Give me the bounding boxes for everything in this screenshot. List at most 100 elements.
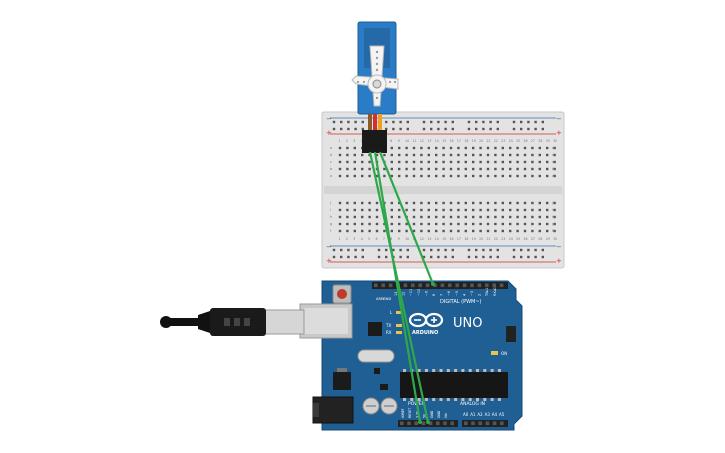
chip-pin (461, 398, 465, 401)
wire-5v[interactable] (373, 151, 422, 423)
rail-hole (475, 255, 478, 259)
column-number: 3 (353, 139, 355, 143)
servo-motor[interactable] (351, 21, 399, 153)
rail-hole (467, 120, 471, 124)
terminal-hole (523, 208, 527, 212)
header-pin (414, 421, 418, 426)
digital-pin-label: 13 (394, 292, 398, 296)
digital-pin-label: TX▸1 (485, 288, 489, 297)
terminal-hole (457, 160, 460, 164)
terminal-hole (457, 174, 460, 178)
terminal-hole (353, 208, 356, 212)
column-number: 8 (390, 139, 392, 143)
terminal-hole (420, 229, 423, 233)
terminal-hole (457, 201, 460, 205)
rail-plus-label: + (556, 257, 562, 265)
terminal-hole (420, 153, 423, 157)
chip-pin (439, 398, 443, 401)
terminal-hole (435, 215, 438, 219)
terminal-hole (457, 208, 460, 212)
terminal-hole (479, 146, 482, 150)
terminal-hole (420, 222, 423, 226)
terminal-hole (464, 153, 467, 157)
terminal-hole (472, 160, 475, 164)
header-pin (477, 283, 482, 288)
rail-plus-label: + (326, 129, 332, 137)
terminal-hole (361, 153, 364, 157)
horn-hole (388, 80, 392, 84)
terminal-hole (427, 229, 430, 233)
digital-pin-label: ~10 (417, 289, 421, 296)
terminal-hole (338, 146, 342, 150)
terminal-hole (538, 160, 541, 164)
chip-pin (432, 398, 436, 401)
terminal-hole (390, 222, 393, 226)
terminal-hole (464, 174, 467, 178)
header-pin (436, 421, 440, 426)
digital-pin-label: ~6 (447, 291, 451, 296)
terminal-hole (368, 222, 371, 226)
wire-signal[interactable] (378, 151, 435, 285)
column-number: 30 (553, 139, 557, 143)
rail-hole (385, 120, 388, 124)
analog-pin-label: A3 (485, 412, 491, 417)
terminal-hole (398, 215, 401, 219)
column-number: 28 (538, 139, 542, 143)
rail-hole (361, 248, 364, 252)
chip-pin (403, 398, 406, 401)
wire-end (431, 282, 435, 286)
reset-button-cap[interactable] (337, 289, 347, 299)
chip-pin (424, 369, 428, 372)
terminal-hole (449, 222, 453, 226)
arduino-uno-board[interactable]: L TX RX ARDUINO UNO DIGITAL (PWM~) AREF … (299, 280, 523, 431)
terminal-hole (405, 222, 408, 226)
rail-hole (332, 248, 336, 252)
terminal-hole (486, 208, 490, 212)
terminal-hole (368, 160, 371, 164)
digital-pin-label: 8 (432, 294, 436, 296)
usb-cable[interactable] (160, 308, 305, 336)
servo-connector (362, 130, 387, 153)
terminal-hole (509, 208, 512, 212)
row-letter: i (552, 208, 553, 212)
terminal-hole (398, 160, 401, 164)
terminal-hole (538, 208, 541, 212)
header-pin (381, 283, 385, 288)
terminal-hole (338, 222, 342, 226)
rail-hole (482, 127, 485, 131)
rail-hole (340, 255, 343, 259)
wire-gnd[interactable] (368, 151, 430, 423)
terminal-hole (472, 215, 475, 219)
rail-hole (489, 127, 492, 131)
terminal-hole (509, 160, 512, 164)
rail-hole (482, 255, 485, 259)
rail-plus-label: + (556, 129, 562, 137)
rail-hole (422, 248, 426, 252)
column-number: 18 (464, 139, 468, 143)
digital-pin-label: 12 (402, 292, 406, 296)
terminal-hole (546, 215, 549, 219)
servo-wire-red (373, 114, 377, 132)
column-number: 4 (361, 139, 363, 143)
terminal-hole (546, 201, 549, 205)
rail-hole (451, 127, 454, 131)
header-pin (499, 283, 504, 288)
terminal-hole (449, 160, 453, 164)
terminal-hole (368, 201, 371, 205)
rail-hole (347, 127, 350, 131)
terminal-hole (509, 229, 512, 233)
jumper-wires[interactable] (368, 151, 435, 424)
usb-plug-metal (263, 309, 305, 335)
terminal-hole (538, 153, 541, 157)
rail-hole (399, 255, 402, 259)
header-pin (470, 283, 474, 288)
header-pin (455, 283, 459, 288)
terminal-hole (457, 222, 460, 226)
header-pin (428, 421, 433, 426)
terminal-hole (479, 229, 482, 233)
digital-pin-label: 2 (478, 294, 482, 296)
breadboard: 1234567891011121314151617181920212223242… (321, 111, 565, 269)
terminal-hole (531, 222, 534, 226)
terminal-hole (361, 174, 364, 178)
